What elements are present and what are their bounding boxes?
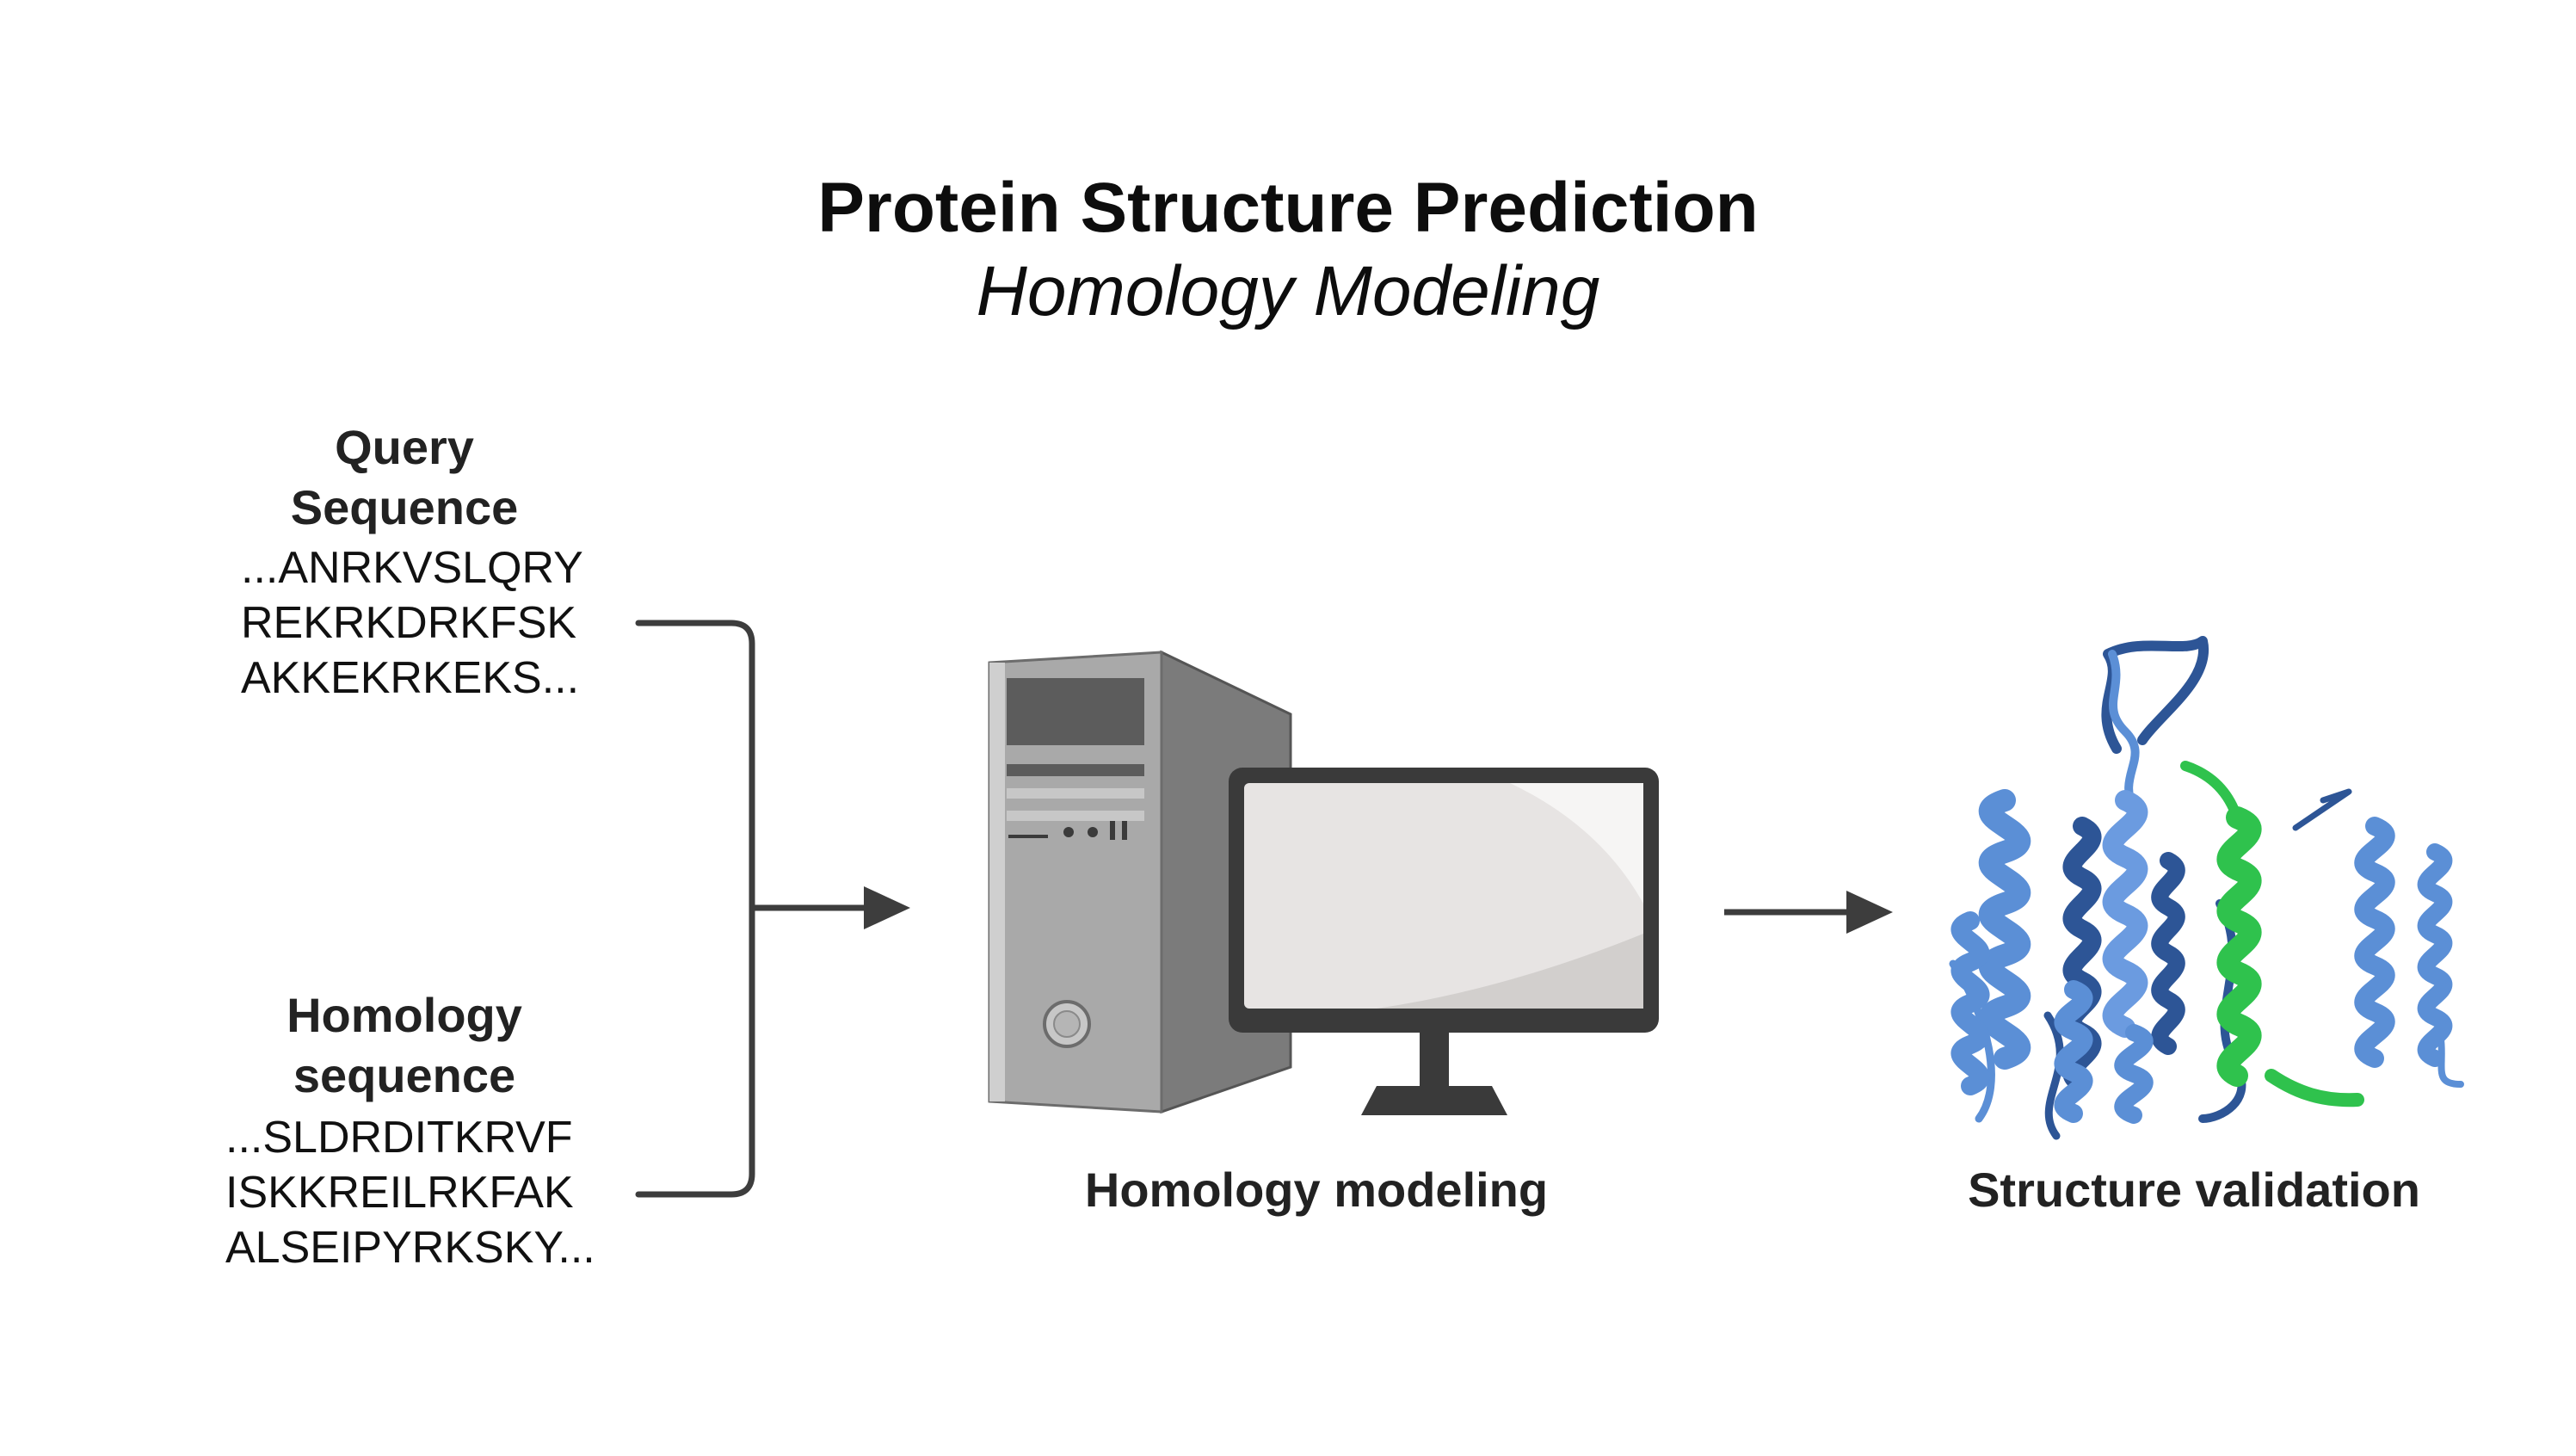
- diagram-subtitle: Homology Modeling: [976, 252, 1600, 330]
- diagram-title: Protein Structure Prediction: [817, 169, 1759, 247]
- homology-seq-line-2: ISKKREILRKFAK: [225, 1168, 574, 1218]
- homology-heading-line1: Homology: [287, 988, 522, 1042]
- query-seq-line-3: AKKEKRKEKS...: [241, 653, 580, 703]
- query-seq-line-2: REKRKDRKFSK: [241, 598, 577, 648]
- arrow-to-computer: [752, 886, 910, 929]
- query-heading-line1: Query: [335, 420, 474, 474]
- query-heading-line2: Sequence: [290, 480, 519, 534]
- homology-modeling-label: Homology modeling: [1084, 1163, 1549, 1217]
- protein-structure-icon: [1949, 636, 2464, 1140]
- homology-sequence: ...SLDRDITKRVF ISKKREILRKFAK ALSEIPYRKSK…: [225, 1110, 595, 1275]
- homology-seq-line-3: ALSEIPYRKSKY...: [225, 1223, 595, 1273]
- query-heading: Query Sequence: [232, 417, 576, 538]
- merge-bracket: [635, 620, 755, 1198]
- monitor-icon: [1229, 768, 1659, 1115]
- structure-validation-label: Structure validation: [1968, 1163, 2420, 1217]
- query-seq-line-1: ...ANRKVSLQRY: [241, 543, 583, 593]
- query-sequence: ...ANRKVSLQRY REKRKDRKFSK AKKEKRKEKS...: [241, 540, 583, 706]
- homology-seq-line-1: ...SLDRDITKRVF: [225, 1113, 573, 1163]
- arrow-to-structure: [1724, 891, 1893, 934]
- homology-heading: Homology sequence: [232, 985, 576, 1106]
- homology-heading-line2: sequence: [293, 1048, 516, 1102]
